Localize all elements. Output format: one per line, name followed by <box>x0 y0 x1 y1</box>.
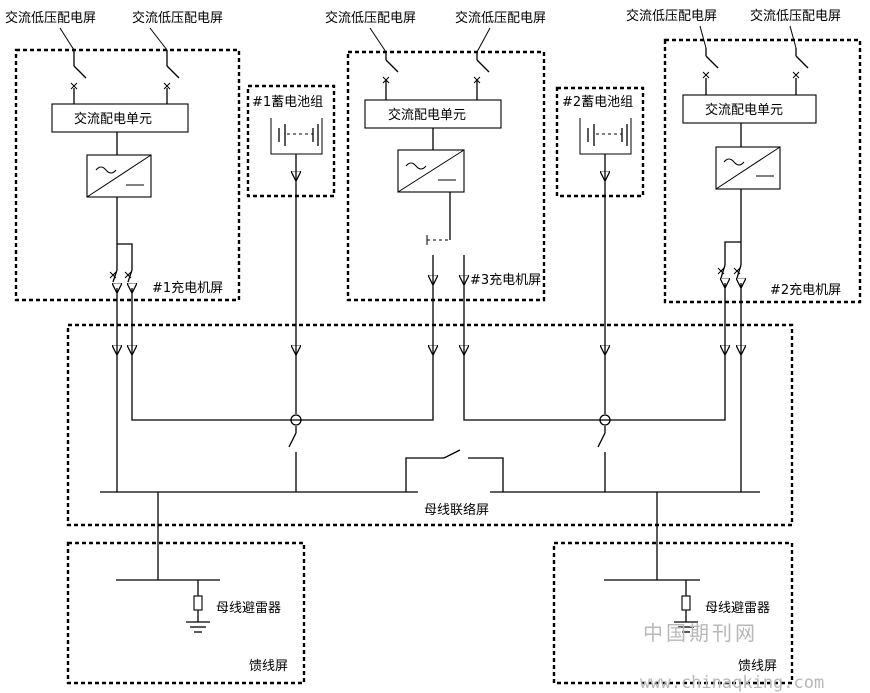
feeder-panel-left-border <box>66 541 306 685</box>
watermark-url: www.chinaqking.com <box>640 673 824 693</box>
ac-feeders-charger1 <box>59 27 180 104</box>
surge-arrester-label-left: 母线避雷器 <box>216 601 281 616</box>
ac-lv-panel-label-5: 交流低压配电屏 <box>626 8 717 24</box>
battery1-panel-border <box>246 84 336 198</box>
ac-lv-panel-label-3: 交流低压配电屏 <box>325 10 416 26</box>
battery1 <box>270 118 323 196</box>
bus-tie-panel-border <box>66 323 794 527</box>
charger3 <box>364 99 502 300</box>
ac-lv-panel-label-2: 交流低压配电屏 <box>132 10 223 26</box>
charger1 <box>51 103 189 305</box>
charger3-panel-border <box>346 50 546 302</box>
bus-tie-panel-label: 母线联络屏 <box>424 502 489 518</box>
ac-dist-unit-label-3: 交流配电单元 <box>705 102 783 118</box>
battery2 <box>579 118 632 196</box>
feeder-right <box>604 579 700 633</box>
charger2 <box>682 94 817 300</box>
charger1-panel-border <box>14 48 241 302</box>
surge-arrester-label-right: 母线避雷器 <box>705 601 770 616</box>
ac-lv-panel-label-4: 交流低压配电屏 <box>455 10 546 26</box>
battery1-label: #1蓄电池组 <box>252 95 323 110</box>
bus-tie-wiring <box>100 196 760 580</box>
ac-dist-unit-label-1: 交流配电单元 <box>74 111 152 127</box>
ac-feeders-charger2 <box>699 25 809 95</box>
feeder-left <box>116 579 220 633</box>
charger3-label: #3充电机屏 <box>470 272 541 288</box>
feeder-panel-label-left: 馈线屏 <box>249 659 288 674</box>
ac-feeders-charger3 <box>369 27 491 100</box>
battery2-label: #2蓄电池组 <box>562 95 633 110</box>
ac-lv-panel-label-1: 交流低压配电屏 <box>5 10 96 26</box>
charger2-panel-border <box>663 38 862 304</box>
watermark-cn: 中国期刊网 <box>643 621 758 645</box>
ac-lv-panel-label-6: 交流低压配电屏 <box>750 8 841 24</box>
feeder-panel-right-border <box>552 541 794 685</box>
charger1-label: #1充电机屏 <box>152 280 223 296</box>
feeder-panel-label-right: 馈线屏 <box>738 659 777 674</box>
ac-dist-unit-label-2: 交流配电单元 <box>388 107 466 123</box>
charger2-label: #2充电机屏 <box>770 282 841 298</box>
battery2-panel-border <box>555 86 645 198</box>
